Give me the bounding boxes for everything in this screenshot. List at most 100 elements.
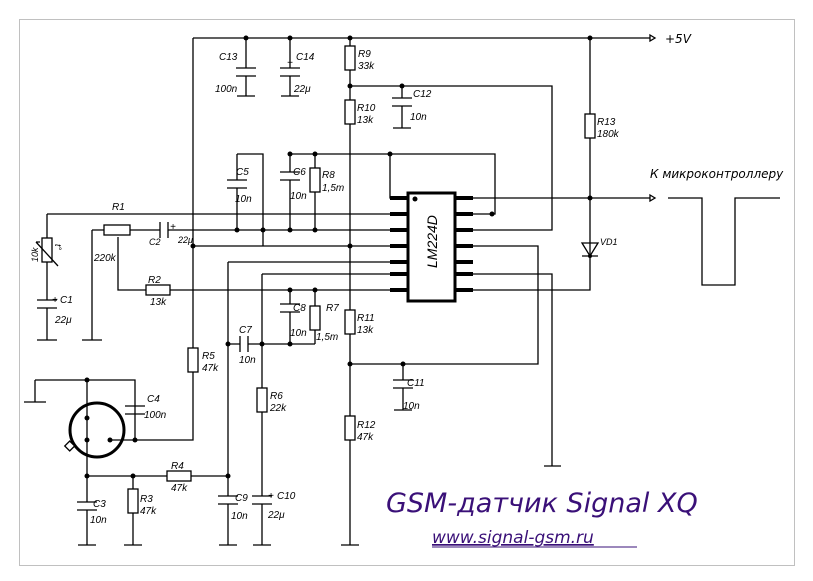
c6-value: 10n [290, 191, 307, 202]
r13-name: R13 [597, 117, 616, 128]
c13-name: C13 [219, 52, 238, 63]
capacitor-c5 [227, 179, 247, 189]
wires [35, 37, 780, 545]
microphone [63, 401, 135, 459]
r10-name: R10 [357, 103, 376, 114]
r4-value: 47k [171, 483, 188, 494]
r6-value: 22k [269, 403, 287, 414]
resistor-r2 [145, 284, 171, 296]
capacitor-c8 [280, 303, 300, 313]
resistor-r9 [344, 45, 356, 71]
r11-name: R11 [357, 313, 375, 324]
capacitor-c7 [239, 336, 249, 352]
capacitor-c3 [77, 501, 97, 511]
capacitor-c12 [392, 97, 412, 107]
r12-value: 47k [357, 432, 374, 443]
c2-polar: + [170, 222, 176, 233]
thermistor-symbol: t° [53, 244, 63, 251]
c1-polar: + [52, 295, 58, 306]
resistor-r8 [309, 167, 321, 193]
page-title: GSM-датчик Signal XQ [386, 488, 698, 519]
resistor-r5 [187, 347, 199, 373]
resistor-r4 [166, 470, 192, 482]
r2-name: R2 [148, 275, 161, 286]
r13-value: 180k [597, 129, 620, 140]
labels: +5V К микроконтроллеру LM224D R9 33k R10… [30, 32, 784, 526]
thermistor-arrow [35, 241, 59, 267]
power-terminal-icon [649, 33, 657, 43]
r9-name: R9 [358, 49, 371, 60]
capacitor-c9 [218, 495, 238, 505]
c14-name: C14 [296, 52, 315, 63]
r7-value: 1,5m [316, 332, 338, 343]
capacitor-c1 [37, 299, 57, 309]
c11-name: C11 [407, 378, 425, 389]
junction-dots [84, 35, 593, 479]
r5-value: 47k [202, 363, 219, 374]
c2-name: C2 [149, 237, 161, 247]
resistors [35, 45, 596, 514]
c1-name: C1 [60, 295, 73, 306]
r7-name: R7 [326, 303, 339, 314]
ic-lm224d [390, 191, 473, 303]
c4-value: 100n [144, 410, 167, 421]
c9-value: 10n [231, 511, 248, 522]
r10-value: 13k [357, 115, 374, 126]
c10-polar: + [268, 491, 274, 502]
drawing-frame [19, 19, 795, 566]
power-label: +5V [665, 32, 692, 46]
c10-name: C10 [277, 491, 296, 502]
c3-value: 10n [90, 515, 107, 526]
r12-name: R12 [357, 420, 376, 431]
r2-value: 13k [150, 297, 167, 308]
r3-value: 47k [140, 506, 157, 517]
c13-value: 100n [215, 84, 238, 95]
c2-value: 22μ [177, 235, 193, 245]
resistor-r12 [344, 415, 356, 441]
r5-name: R5 [202, 351, 215, 362]
thermistor-value: 10k [30, 247, 40, 262]
capacitor-c2 [159, 222, 169, 238]
c14-value: 22μ [293, 84, 311, 95]
capacitor-c6 [280, 171, 300, 181]
ground-symbols [24, 95, 561, 546]
r1-value: 220k [93, 253, 117, 264]
resistor-r7 [309, 305, 321, 331]
c12-name: C12 [413, 89, 432, 100]
vd1-name: VD1 [600, 237, 618, 247]
diode-vd1 [580, 242, 600, 258]
output-terminal-icon [649, 193, 657, 203]
c7-value: 10n [239, 355, 256, 366]
c4-name: C4 [147, 394, 160, 405]
r9-value: 33k [358, 61, 375, 72]
c12-value: 10n [410, 112, 427, 123]
resistor-r3 [127, 488, 139, 514]
c10-value: 22μ [267, 510, 285, 521]
c8-value: 10n [290, 328, 307, 339]
c5-value: 10n [235, 194, 252, 205]
c11-value: 10n [403, 401, 420, 412]
resistor-r6 [256, 387, 268, 413]
capacitor-c10 [252, 495, 272, 505]
r4-name: R4 [171, 461, 184, 472]
output-label: К микроконтроллеру [650, 167, 784, 181]
capacitor-c4 [125, 405, 145, 415]
c9-name: C9 [235, 493, 248, 504]
resistor-r11 [344, 309, 356, 335]
r8-name: R8 [322, 170, 335, 181]
c14-polar: + [287, 58, 293, 69]
resistor-r10 [344, 99, 356, 125]
c8-name: C8 [293, 303, 306, 314]
resistor-r13 [584, 113, 596, 139]
c1-value: 22μ [54, 315, 72, 326]
c6-name: C6 [293, 167, 306, 178]
r8-value: 1,5m [322, 183, 344, 194]
capacitor-c13 [236, 67, 256, 77]
r11-value: 13k [357, 325, 374, 336]
thermistor [41, 237, 53, 263]
capacitor-c11 [393, 379, 413, 389]
website-link[interactable]: www.signal-gsm.ru [432, 528, 594, 548]
r6-name: R6 [270, 391, 283, 402]
r3-name: R3 [140, 494, 153, 505]
